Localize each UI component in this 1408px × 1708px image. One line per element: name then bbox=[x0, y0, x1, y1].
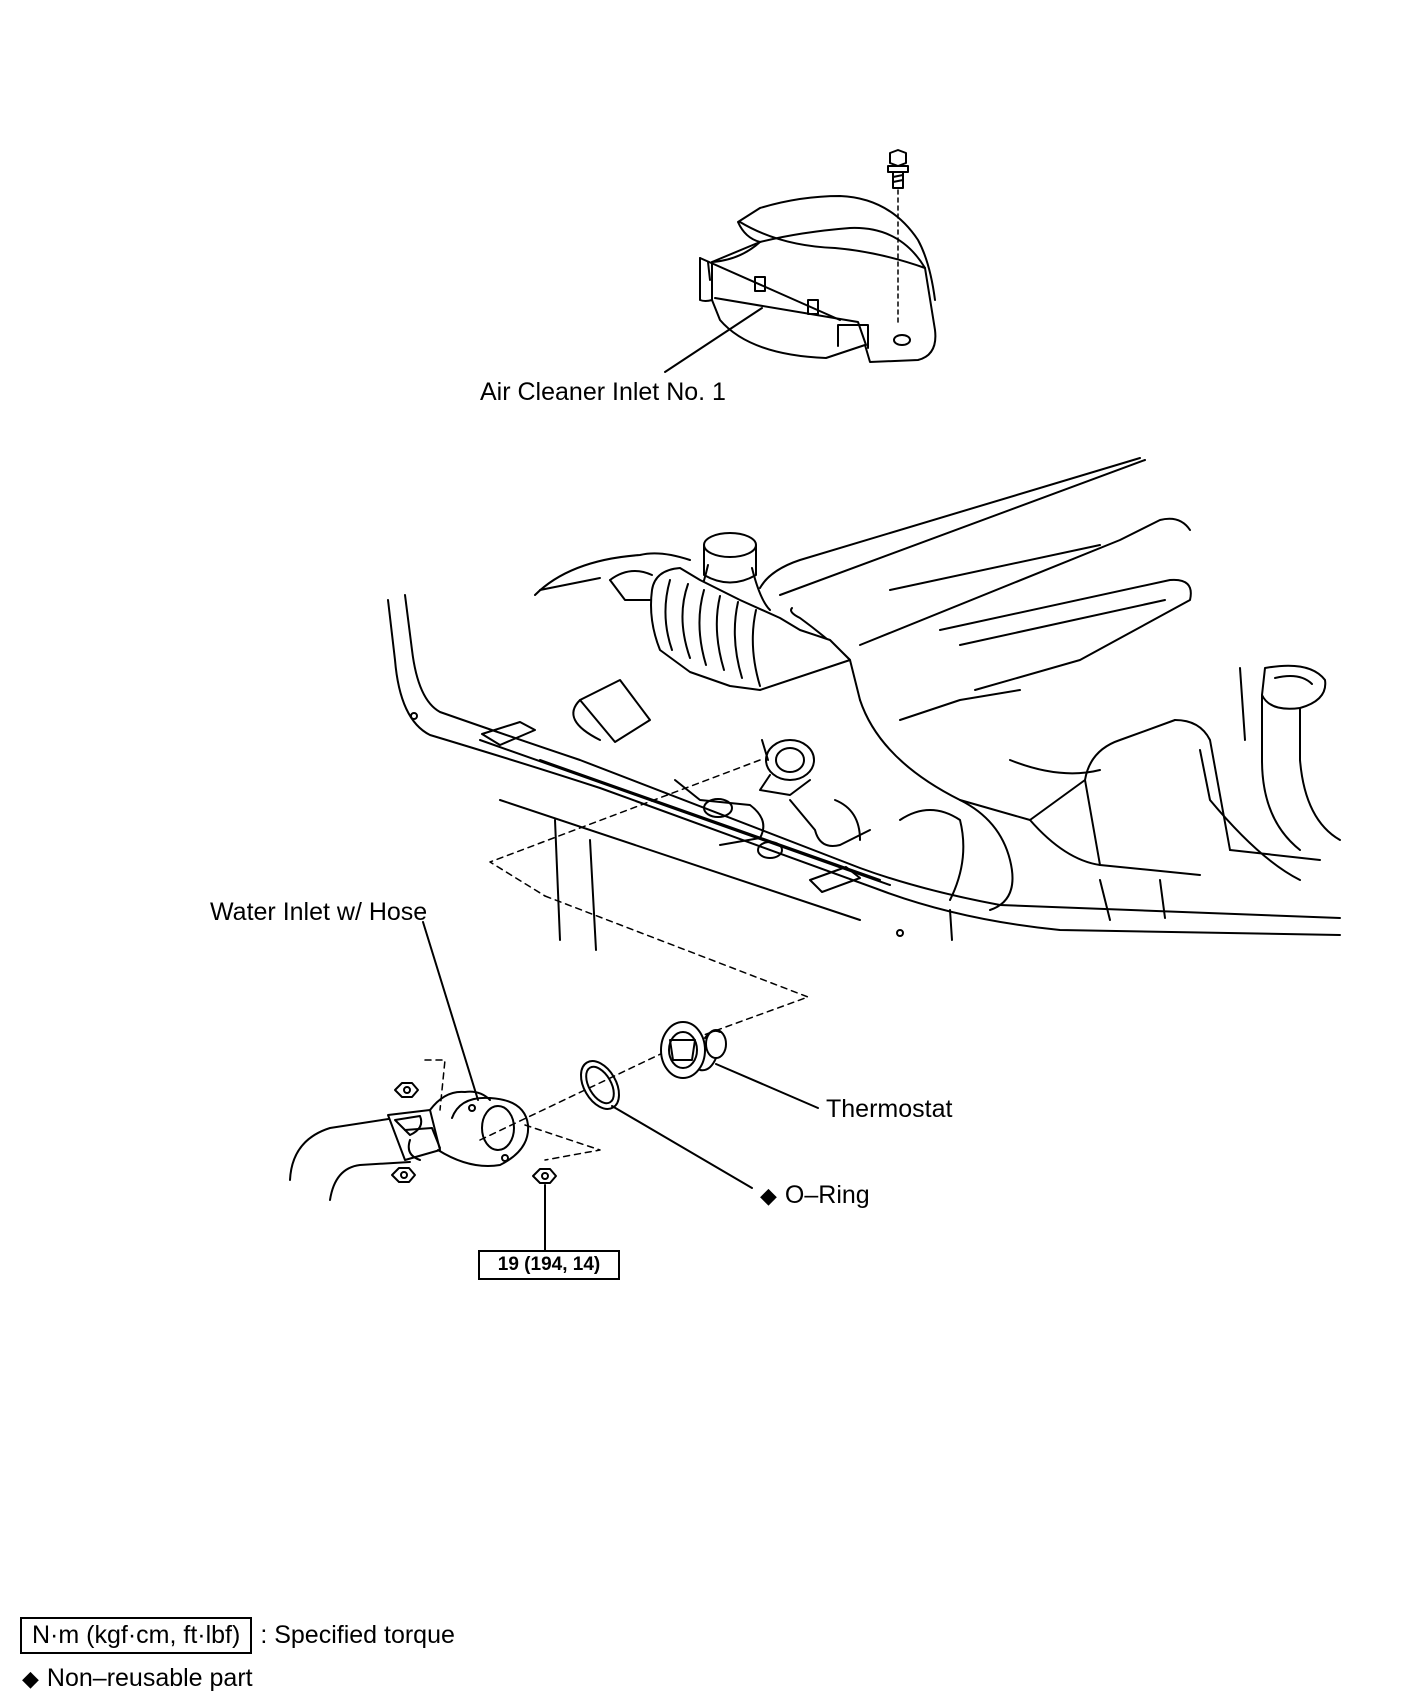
torque-spec-box: 19 (194, 14) bbox=[478, 1250, 620, 1280]
o-ring-text: O–Ring bbox=[784, 1181, 870, 1209]
legend-torque-text: : Specified torque bbox=[260, 1621, 455, 1649]
nut-icon bbox=[391, 1167, 416, 1183]
water-inlet-leader bbox=[422, 921, 479, 1101]
non-reusable-diamond-icon: ◆ bbox=[760, 1183, 777, 1208]
o-ring-label: ◆ O–Ring bbox=[760, 1183, 870, 1208]
legend-non-reusable: ◆ Non–reusable part bbox=[22, 1664, 253, 1693]
thermostat-label: Thermostat bbox=[826, 1095, 953, 1123]
thermostat-leader bbox=[715, 1063, 819, 1109]
legend-torque: N·m (kgf·cm, ft·lbf) : Specified torque bbox=[20, 1617, 455, 1654]
air-cleaner-inlet-label: Air Cleaner Inlet No. 1 bbox=[480, 378, 726, 406]
thermostat-part bbox=[660, 1021, 727, 1079]
o-ring-part bbox=[580, 1060, 620, 1110]
legend-non-reusable-text: Non–reusable part bbox=[46, 1664, 253, 1692]
assembly-dashed-lines bbox=[424, 759, 809, 1161]
nut-icon bbox=[394, 1082, 419, 1098]
air-cleaner-inlet-part bbox=[699, 195, 937, 363]
non-reusable-diamond-icon: ◆ bbox=[22, 1666, 39, 1691]
water-inlet-part bbox=[289, 1090, 530, 1201]
air-cleaner-leader bbox=[664, 307, 763, 373]
nut-icon bbox=[532, 1168, 557, 1184]
legend-torque-unit-box: N·m (kgf·cm, ft·lbf) bbox=[20, 1617, 253, 1654]
air-cleaner-bolt bbox=[887, 149, 909, 326]
o-ring-leader bbox=[611, 1105, 753, 1189]
water-inlet-label: Water Inlet w/ Hose bbox=[210, 898, 428, 926]
engine-bay-illustration bbox=[387, 457, 1341, 951]
